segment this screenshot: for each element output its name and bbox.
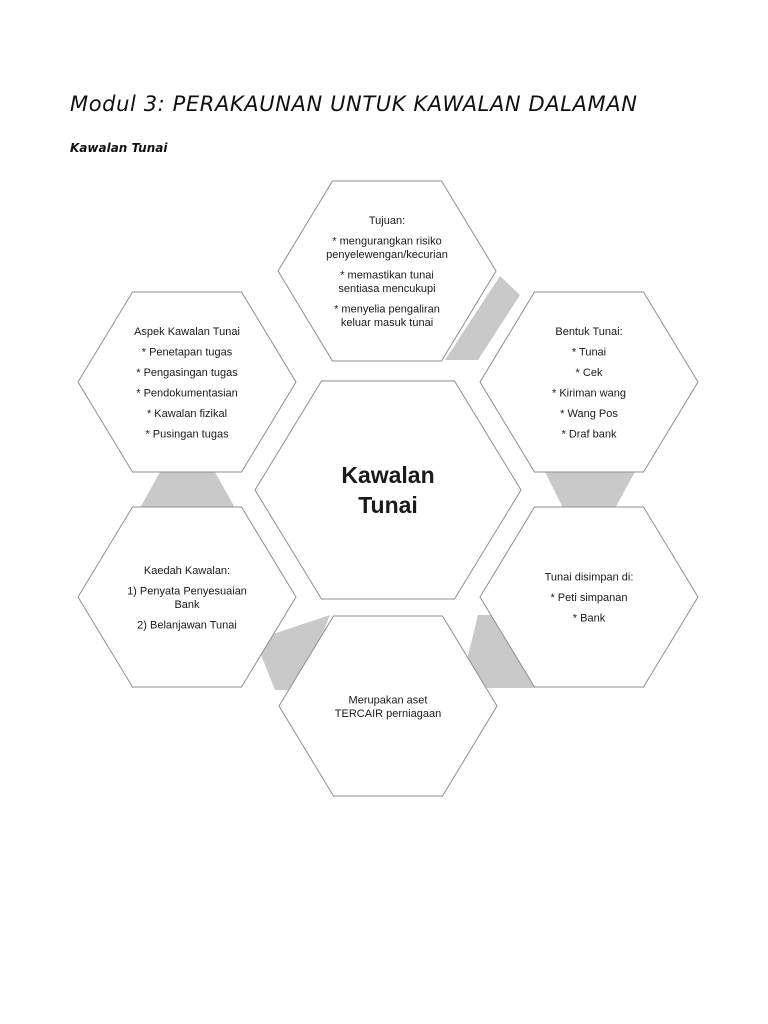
hexagon-tujuan: Tujuan: * mengurangkan risikopenyelewenga… [277, 180, 497, 362]
node-item-line: * memastikan tunai [340, 270, 434, 282]
node-heading: Kaedah Kawalan: [144, 565, 230, 577]
node-item-line: sentiasa mencukupi [338, 283, 435, 295]
hexagon-aspek-kawalan-shape [77, 291, 297, 473]
node-heading: Tujuan: [369, 215, 405, 227]
hexagon-center-shape [254, 380, 522, 600]
hexagon-aset-tercair-shape [278, 615, 498, 797]
connector-tujuan-bentuk [445, 276, 520, 360]
module-title: Modul 3: PERAKAUNAN UNTUK KAWALAN DALAMA… [70, 92, 638, 116]
node-item-line: * Pendokumentasian [136, 387, 238, 399]
node-item-line: * mengurangkan risiko [332, 236, 441, 248]
node-item-line: * Bank [573, 613, 606, 625]
node-item-line: * Pengasingan tugas [136, 367, 238, 379]
module-subtitle: Kawalan Tunai [70, 141, 168, 155]
hexagon-tunai-disimpan: Tunai disimpan di: * Peti simpanan * Bank [479, 506, 699, 688]
hexagon-bentuk-tunai: Bentuk Tunai: * Tunai * Cek * Kiriman wang *… [479, 291, 699, 473]
node-item-line: penyelewengan/kecurian [326, 249, 448, 261]
node-item-line: * Draf bank [561, 428, 617, 440]
node-item-line: * menyelia pengaliran [334, 304, 440, 316]
node-item-line: * Kawalan fizikal [147, 408, 227, 420]
hexagon-bentuk-tunai-shape [479, 291, 699, 473]
node-item-line: * Pusingan tugas [145, 428, 229, 440]
node-item-line: * Kiriman wang [552, 387, 626, 399]
node-item-line: Bank [174, 599, 200, 611]
hexagon-aspek-kawalan: Aspek Kawalan Tunai * Penetapan tugas * Pe… [77, 291, 297, 473]
node-item-line: Merupakan aset [349, 694, 428, 706]
node-item-line: 1) Penyata Penyesuaian [127, 585, 247, 597]
center-label-line: Tunai [358, 492, 418, 518]
connector-disimpan-aset [460, 615, 535, 688]
node-item-line: 2) Belanjawan Tunai [137, 619, 237, 631]
hexagon-tunai-disimpan-shape [479, 506, 699, 688]
center-label-line: Kawalan [341, 462, 434, 488]
hexagon-kaedah-kawalan: Kaedah Kawalan: 1) Penyata PenyesuaianBan… [77, 506, 297, 688]
node-item-line: * Penetapan tugas [142, 346, 233, 358]
node-heading: Aspek Kawalan Tunai [134, 326, 240, 338]
node-item-line: TERCAIR perniagaan [335, 708, 441, 720]
node-heading: Bentuk Tunai: [555, 326, 622, 338]
hexagon-tujuan-shape [277, 180, 497, 362]
connector-kaedah-aspek [140, 472, 235, 508]
node-item-line: * Tunai [572, 346, 606, 358]
connector-bentuk-disimpan [545, 472, 635, 508]
node-item-line: * Peti simpanan [550, 592, 627, 604]
node-item-line: keluar masuk tunai [341, 317, 433, 329]
hexagon-kaedah-kawalan-shape [77, 506, 297, 688]
node-item-line: * Cek [576, 367, 603, 379]
node-heading: Tunai disimpan di: [545, 572, 634, 584]
node-item-line: * Wang Pos [560, 408, 618, 420]
